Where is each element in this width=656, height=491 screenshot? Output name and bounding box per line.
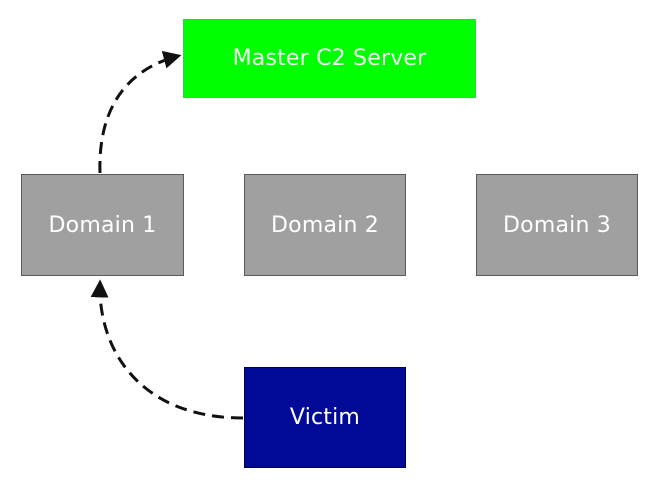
domain-2-label: Domain 2 [271,213,379,238]
master-c2-server-node: Master C2 Server [183,19,476,98]
victim-to-domain-1-arrow [100,283,243,418]
domain-1-label: Domain 1 [49,213,157,238]
domain-1-to-master-arrow [100,56,178,173]
domain-3-node: Domain 3 [476,174,638,276]
domain-2-node: Domain 2 [244,174,406,276]
domain-3-label: Domain 3 [503,213,611,238]
victim-label: Victim [290,405,360,430]
victim-node: Victim [244,367,406,468]
master-c2-server-label: Master C2 Server [233,46,427,71]
domain-1-node: Domain 1 [21,174,184,276]
